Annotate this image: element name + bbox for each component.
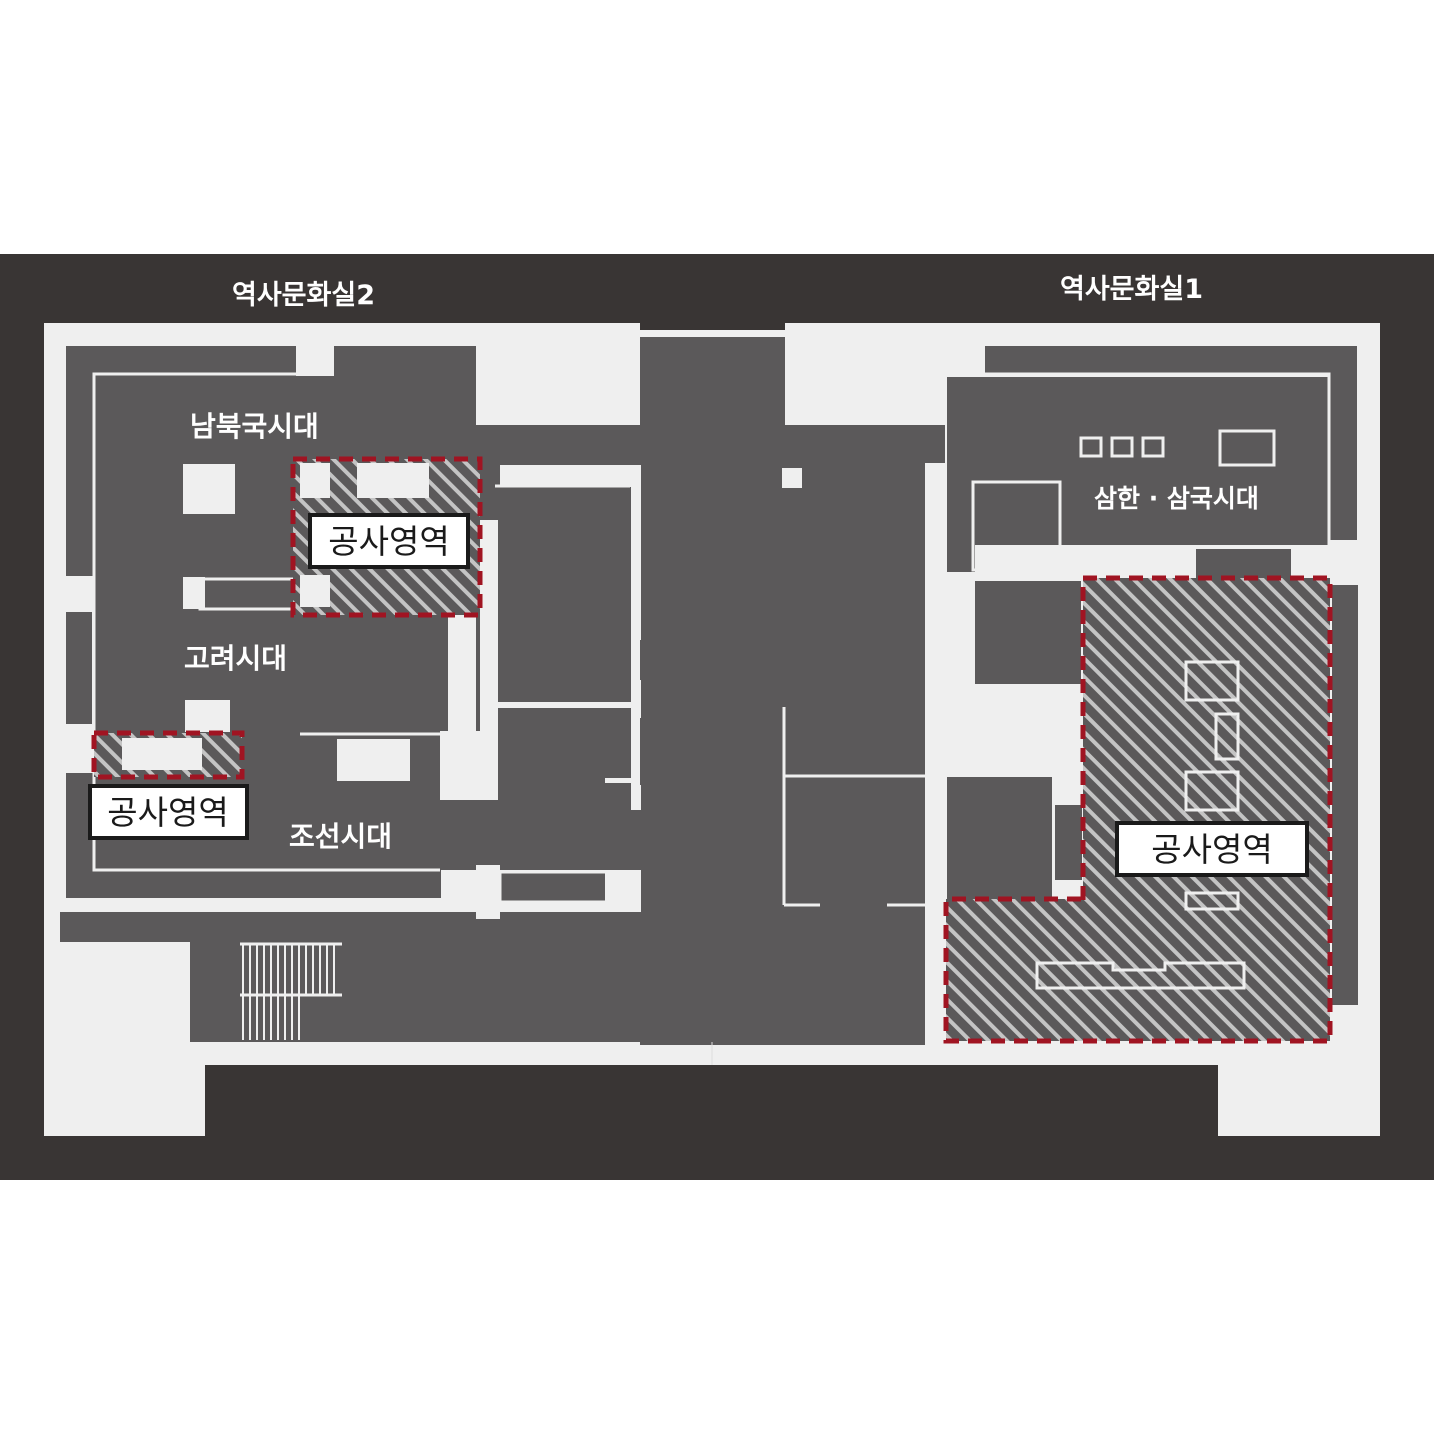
construction-zone-c [943,575,1333,1044]
construction-tag-a-text: 공사영역 [328,522,449,561]
hall-2-title: 역사문화실2 [232,280,375,311]
room-label-north-south: 남북국시대 [190,410,319,443]
hall-1-walls [782,372,1331,907]
hall-2-cases [183,464,641,919]
construction-zone-b [91,730,245,780]
construction-tag-a: 공사영역 [308,513,470,569]
room-label-joseon: 조선시대 [289,820,392,853]
construction-tag-c: 공사영역 [1115,821,1309,877]
construction-tag-b: 공사영역 [88,784,249,840]
hall-1-display-icons [1079,429,1276,467]
room-label-samhan: 삼한 · 삼국시대 [1094,484,1259,513]
room-label-goryeo: 고려시대 [184,642,287,675]
hall-1-cases [782,463,1082,903]
bottom-void [205,1065,1218,1145]
construction-tag-b-text: 공사영역 [107,793,228,832]
hall-2-walls [92,372,630,872]
top-notch [640,318,785,330]
hall-1-rooms [900,346,1358,1005]
construction-tag-c-text: 공사영역 [1151,830,1272,869]
hall-1-title: 역사문화실1 [1060,274,1203,305]
stairs [240,942,342,1040]
